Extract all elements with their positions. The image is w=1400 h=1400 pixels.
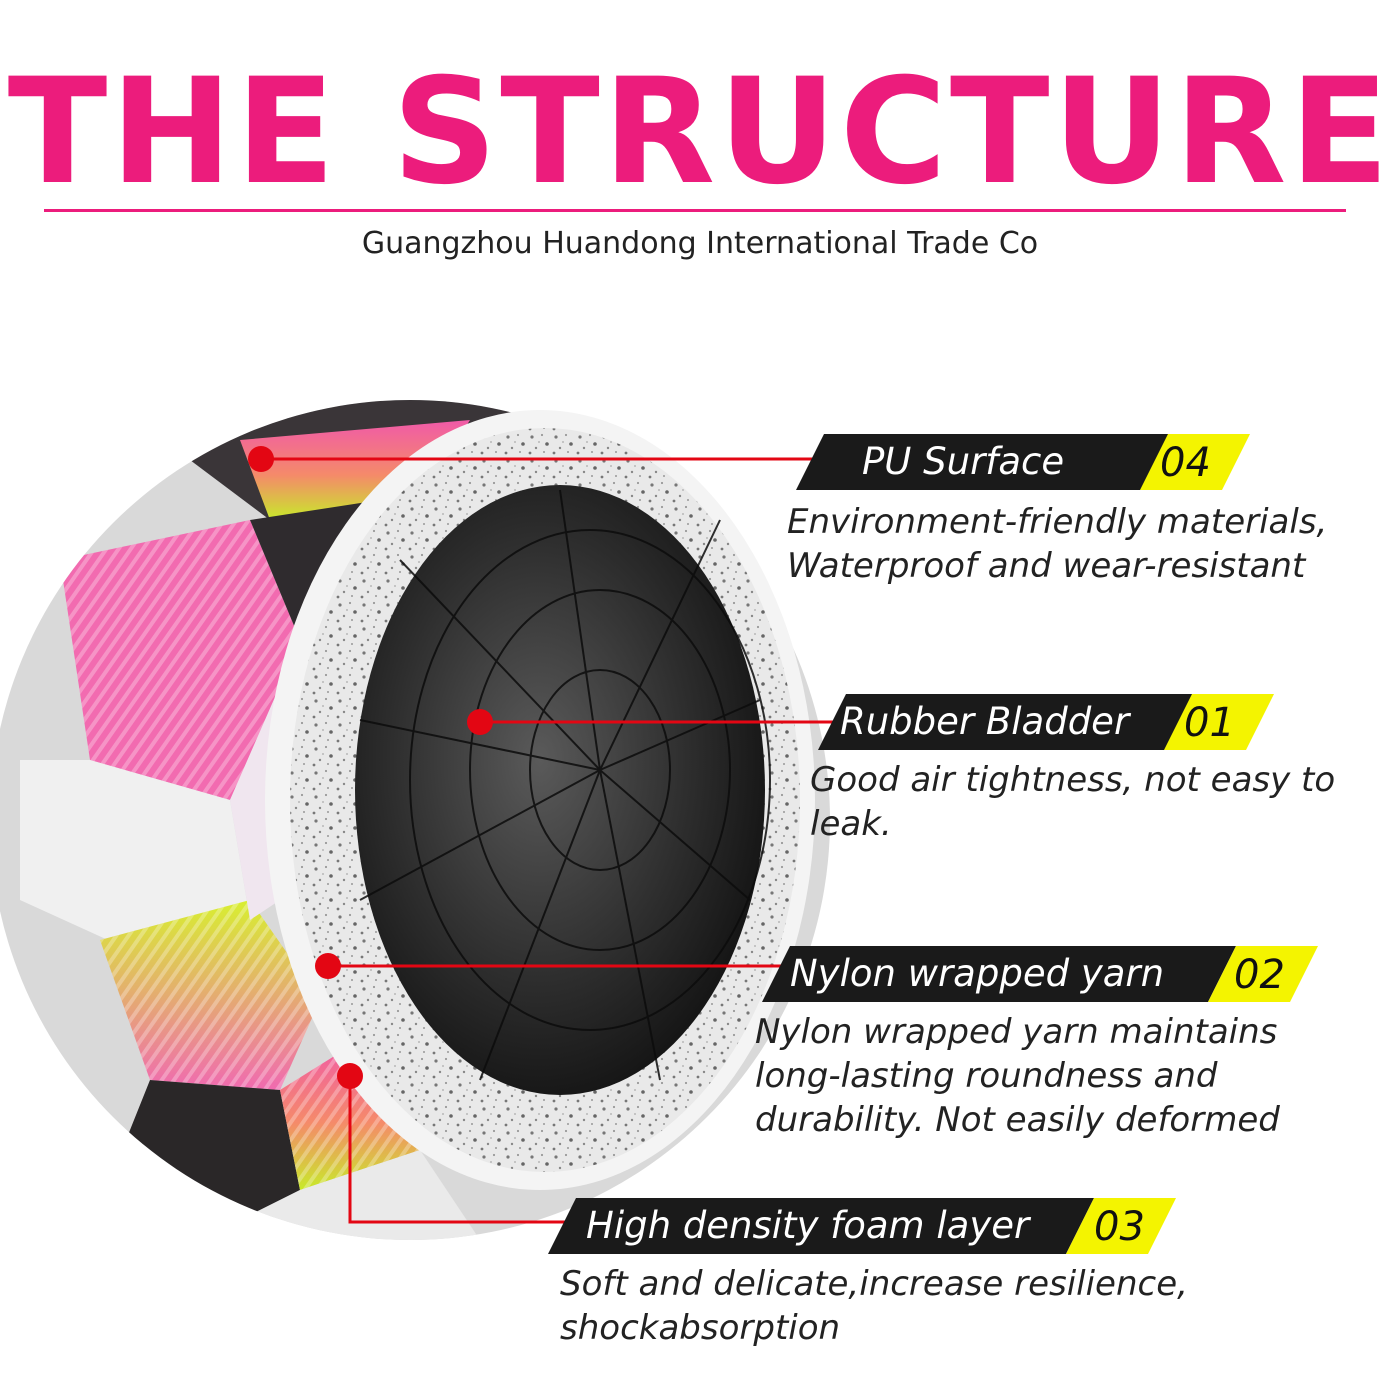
layer-number: 02 [1234, 952, 1285, 998]
title-divider [44, 209, 1346, 212]
marker-dot-foam-layer [337, 1063, 363, 1089]
layer-label: Nylon wrapped yarn [790, 952, 1165, 995]
banner-pu-surface: PU Surface 04 [796, 434, 1250, 490]
desc-foam-layer: Soft and delicate,increase resilience, s… [560, 1264, 1188, 1348]
marker-dot-rubber-bladder [467, 709, 493, 735]
company-name: Guangzhou Huandong International Trade C… [361, 226, 1039, 261]
layer-label: High density foam layer [586, 1204, 1030, 1247]
layer-label: Rubber Bladder [840, 700, 1130, 743]
banner-rubber-bladder: Rubber Bladder 01 [818, 694, 1272, 750]
layer-number: 01 [1184, 700, 1235, 746]
marker-dot-nylon-yarn [315, 953, 341, 979]
leader-lines [261, 457, 850, 1224]
desc-rubber-bladder: Good air tightness, not easy to leak. [810, 760, 1336, 844]
desc-pu-surface: Environment-friendly materials, Waterpro… [787, 502, 1328, 586]
layer-number: 04 [1160, 440, 1211, 486]
banner-nylon-yarn: Nylon wrapped yarn 02 [762, 946, 1324, 1002]
marker-dot-pu-surface [248, 446, 274, 472]
page-title: THE STRUCTURE [7, 47, 1393, 217]
layer-label: PU Surface [862, 440, 1065, 483]
desc-nylon-yarn: Nylon wrapped yarn maintains long-lastin… [755, 1012, 1280, 1140]
marker-dots [248, 446, 493, 1089]
banner-foam-layer: High density foam layer 03 [548, 1198, 1182, 1254]
layer-number: 03 [1094, 1204, 1145, 1250]
